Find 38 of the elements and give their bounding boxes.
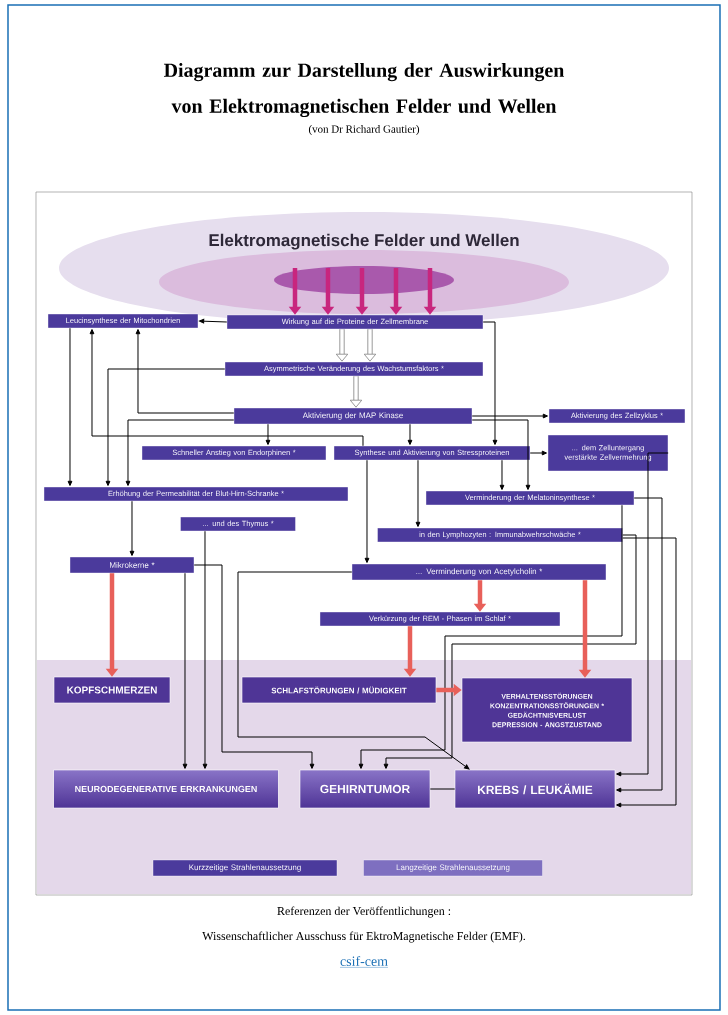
block-arrow	[363, 329, 377, 362]
arrow	[616, 537, 677, 808]
arrow	[471, 413, 548, 419]
arrow	[202, 530, 208, 769]
arrow	[67, 327, 73, 486]
arrow	[364, 459, 370, 563]
arrow	[471, 419, 531, 490]
arrow	[105, 368, 226, 486]
arrow	[193, 564, 315, 769]
arrow	[265, 423, 271, 445]
title: Diagramm zur Darstellung der Auswirkungen von Elektromagnetischen Felder und Wellen	[164, 62, 565, 118]
arrow	[358, 504, 623, 769]
author-line: (von Dr Richard Gautier)	[308, 125, 420, 135]
disease-box: GEHIRNTUMOR	[299, 769, 431, 809]
arrow	[182, 572, 188, 769]
arrow	[616, 497, 663, 793]
arrow	[529, 450, 547, 456]
block-arrow	[349, 376, 363, 408]
block-arrow	[335, 329, 349, 362]
arrow	[89, 329, 364, 447]
arrow	[415, 459, 421, 527]
arrow	[125, 419, 235, 486]
arrow	[407, 423, 413, 445]
disease-box: NEURODEGENERATIVE ERKRANKUNGEN	[53, 769, 279, 809]
arrow	[199, 318, 228, 324]
arrow	[499, 459, 505, 490]
arrow	[616, 452, 669, 777]
reference-text: Referenzen der Veröffentlichungen :	[277, 906, 451, 918]
connector-line	[429, 788, 456, 790]
arrow	[237, 571, 470, 770]
arrow	[383, 534, 637, 769]
reference-text: Wissenschaftlicher Ausschuss für EktroMagnetische Felder (EMF).	[202, 931, 525, 943]
arrow	[129, 500, 135, 556]
arrow	[482, 321, 498, 445]
symptom-box: KOPFSCHMERZEN	[53, 676, 171, 704]
disease-box: KREBS / LEUKÄMIE	[454, 769, 616, 809]
reference-link: csif-cem	[339, 956, 389, 968]
arrow	[135, 329, 235, 414]
